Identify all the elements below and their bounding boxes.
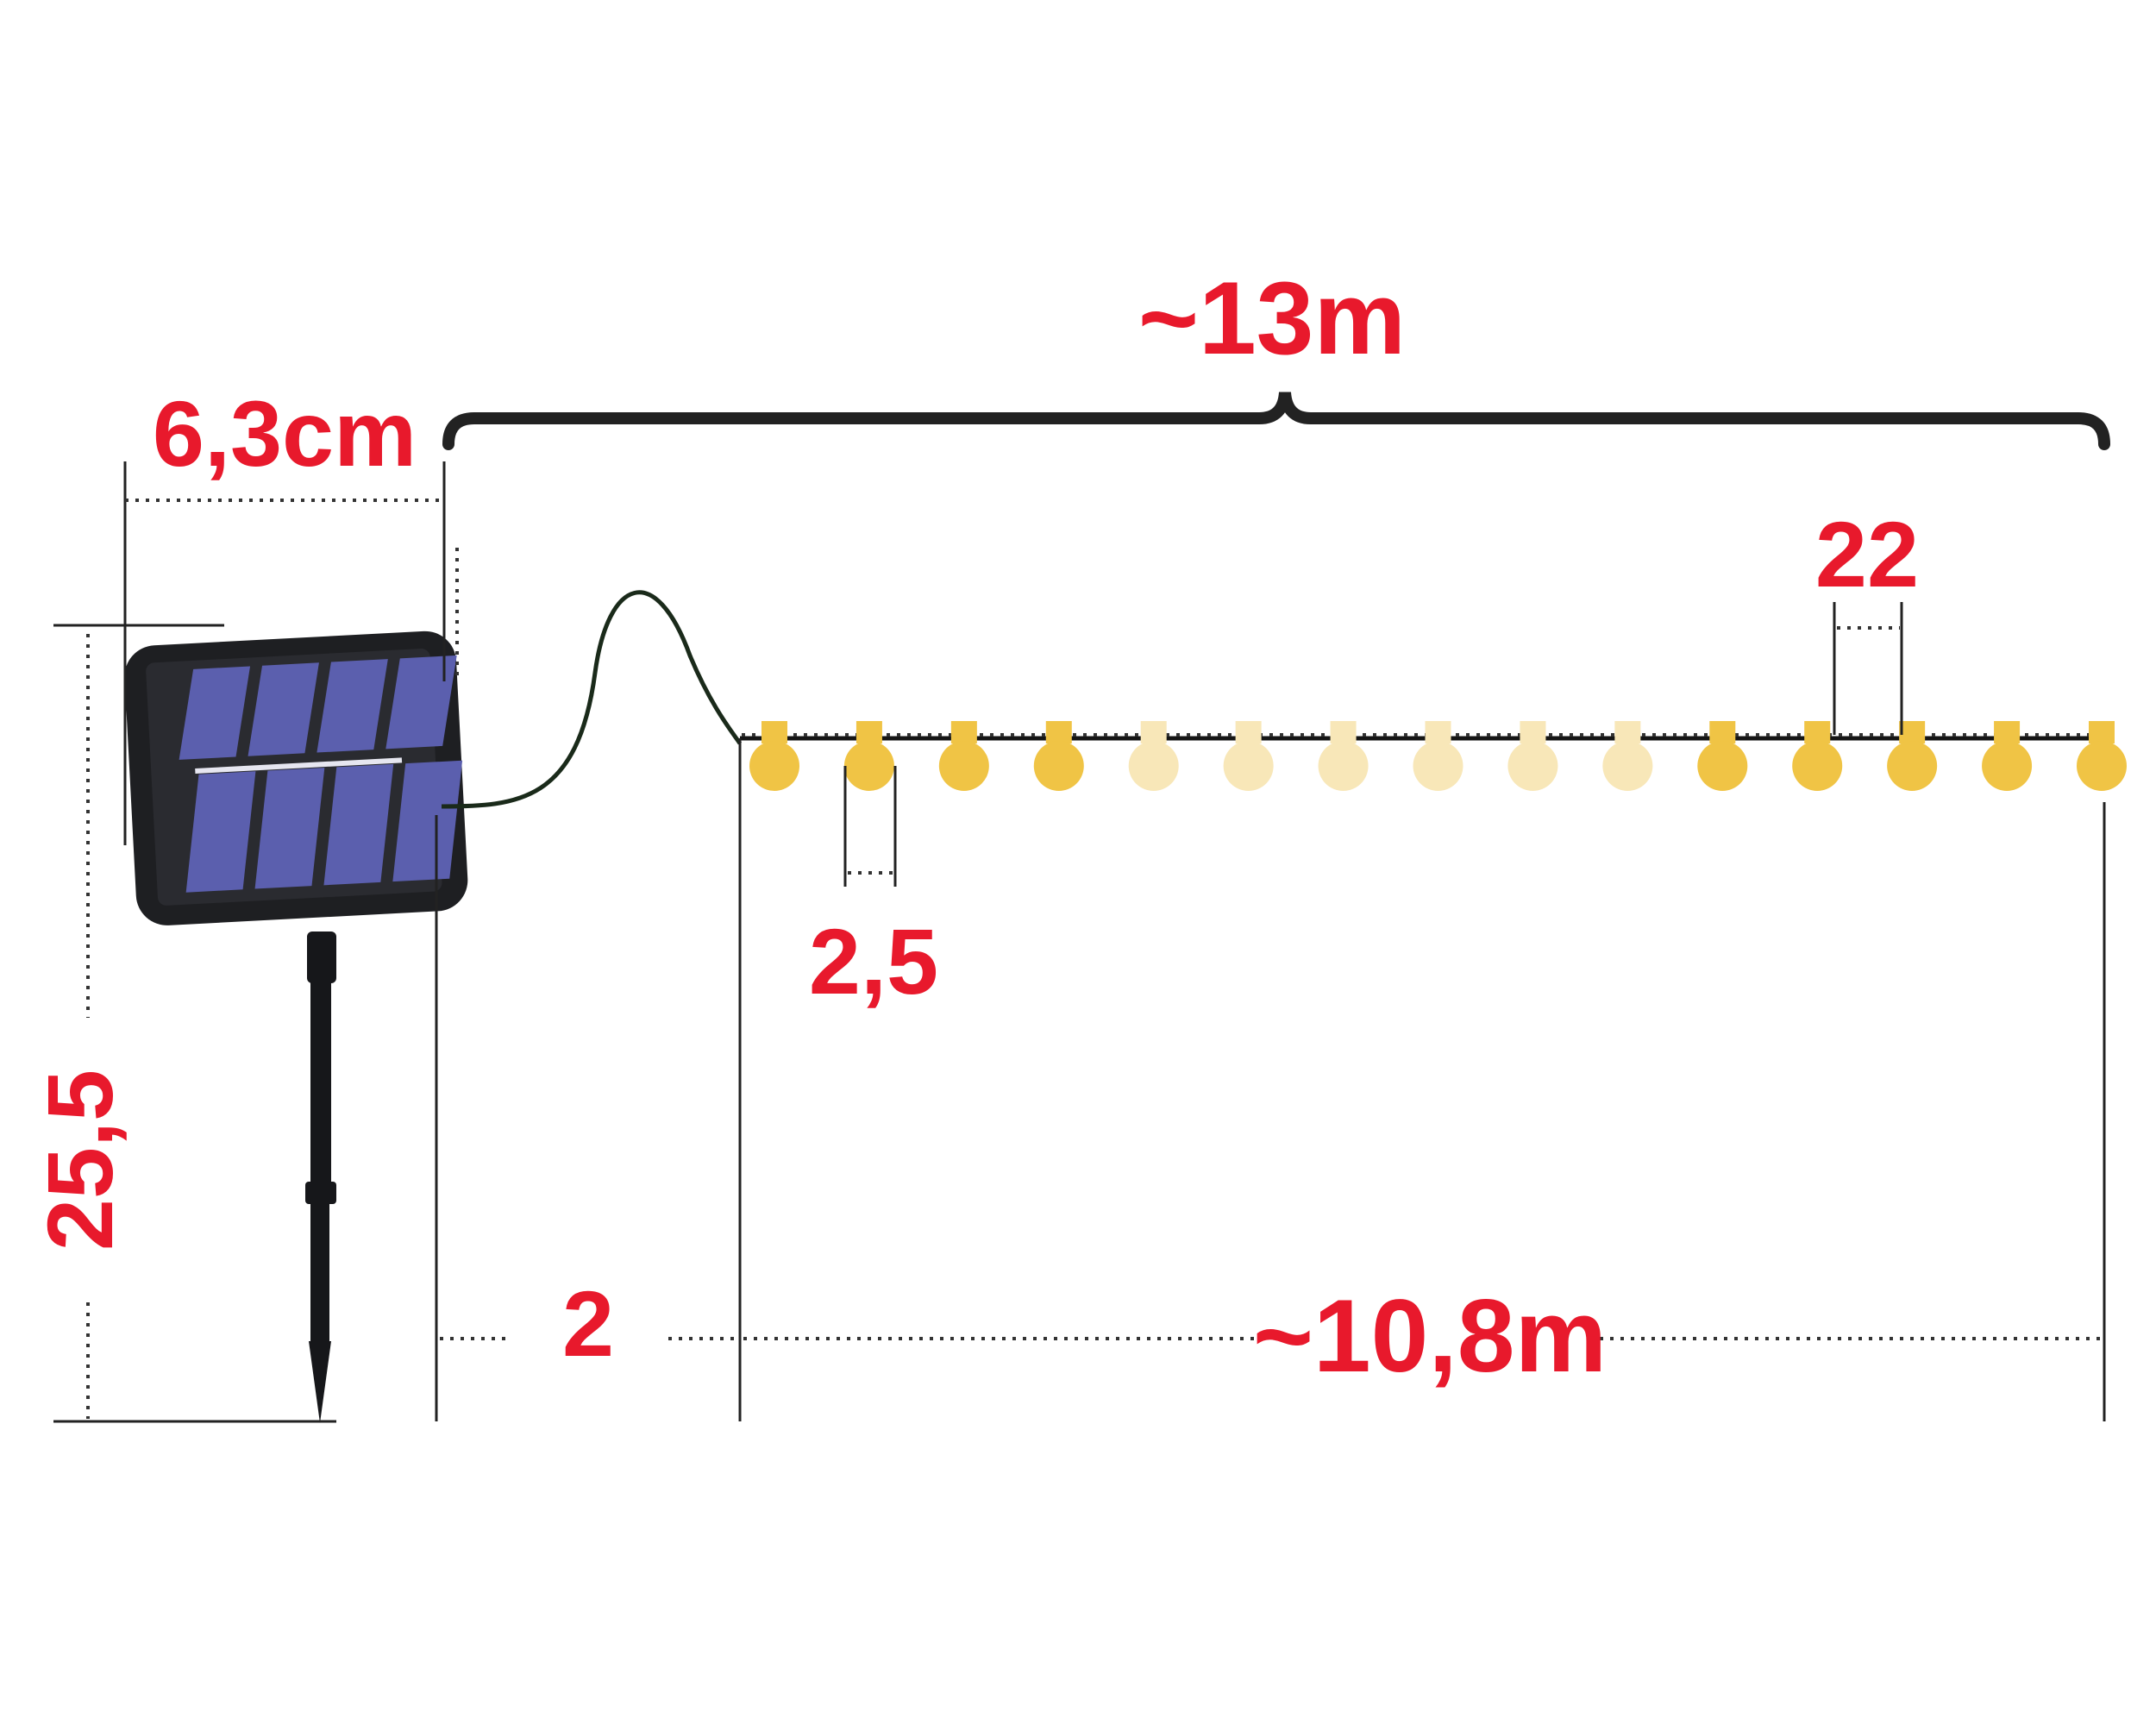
bulb [749,721,799,791]
panel-cell [248,662,319,756]
panel-cell [392,760,463,882]
bulb [1128,721,1179,791]
bulb-cap [1330,721,1357,743]
bulb [1792,721,1843,791]
bulb-globe [1982,741,2033,791]
bulb-globe [1413,741,1463,791]
stake-joint [305,1182,336,1204]
panel-cell [323,763,394,886]
bulb-globe [1602,741,1653,791]
bulb-globe [2077,741,2127,791]
bulb-globe [1792,741,1843,791]
panel-cells [179,655,463,893]
bulb-cap [1899,721,1926,743]
total-length-brace [442,392,2110,450]
bulb-cap [1709,721,1736,743]
bulb-globe [1033,741,1084,791]
bulb [1033,721,1084,791]
bulb [1413,721,1463,791]
panel-cell [317,659,388,753]
bulb-cap [950,721,977,743]
panel-cell [254,768,325,889]
bulb [1602,721,1653,791]
bulb-cap [1994,721,2021,743]
bulb-spacing-label: 22 [1815,502,1919,606]
panel-cell [385,655,457,750]
bulb-globe [749,741,799,791]
panel-cell [185,771,256,893]
bulb-globe [1887,741,1938,791]
panel-width-label: 6,3cm [153,381,417,486]
bulb-row [749,721,2127,791]
bulb-globe [1697,741,1748,791]
stake-tip [309,1341,331,1423]
bulb-globe [1507,741,1558,791]
bulb-cap [1614,721,1641,743]
total-length-label: ~13m [1138,260,1406,376]
panel-cell [179,666,251,760]
bulb [1318,721,1369,791]
stake-shaft [310,975,331,1190]
bulb [1223,721,1274,791]
panel-divider [195,757,403,774]
solar-panel [124,630,468,1423]
bulb-cap [761,721,787,743]
bulb-globe [1223,741,1274,791]
bulb-size-label: 2,5 [809,909,938,1013]
bulb-cap [1520,721,1546,743]
bulb [843,721,894,791]
bulb [1887,721,1938,791]
bulb-cap [1425,721,1451,743]
bulb [938,721,989,791]
bulb-cap [1804,721,1831,743]
lead-cable-wire [441,590,743,809]
bulb-cap [856,721,882,743]
stake-height-label: 25,5 [28,1070,132,1251]
bulb-cap [1045,721,1072,743]
lead-cable-label: 2 [562,1271,614,1376]
bulb-globe [1128,741,1179,791]
lit-length-label: ~10,8m [1253,1278,1607,1394]
bulb-cap [1235,721,1262,743]
stake-lower [310,1199,329,1346]
panel-body [124,630,468,925]
bulb-globe [843,741,894,791]
bulb-globe [1318,741,1369,791]
bulb [2077,721,2127,791]
bulb [1982,721,2033,791]
bulb-globe [938,741,989,791]
bulb [1507,721,1558,791]
bulb-cap [1140,721,1167,743]
bulb-cap [2089,721,2115,743]
bulb [1697,721,1748,791]
stake-collar [307,932,336,983]
